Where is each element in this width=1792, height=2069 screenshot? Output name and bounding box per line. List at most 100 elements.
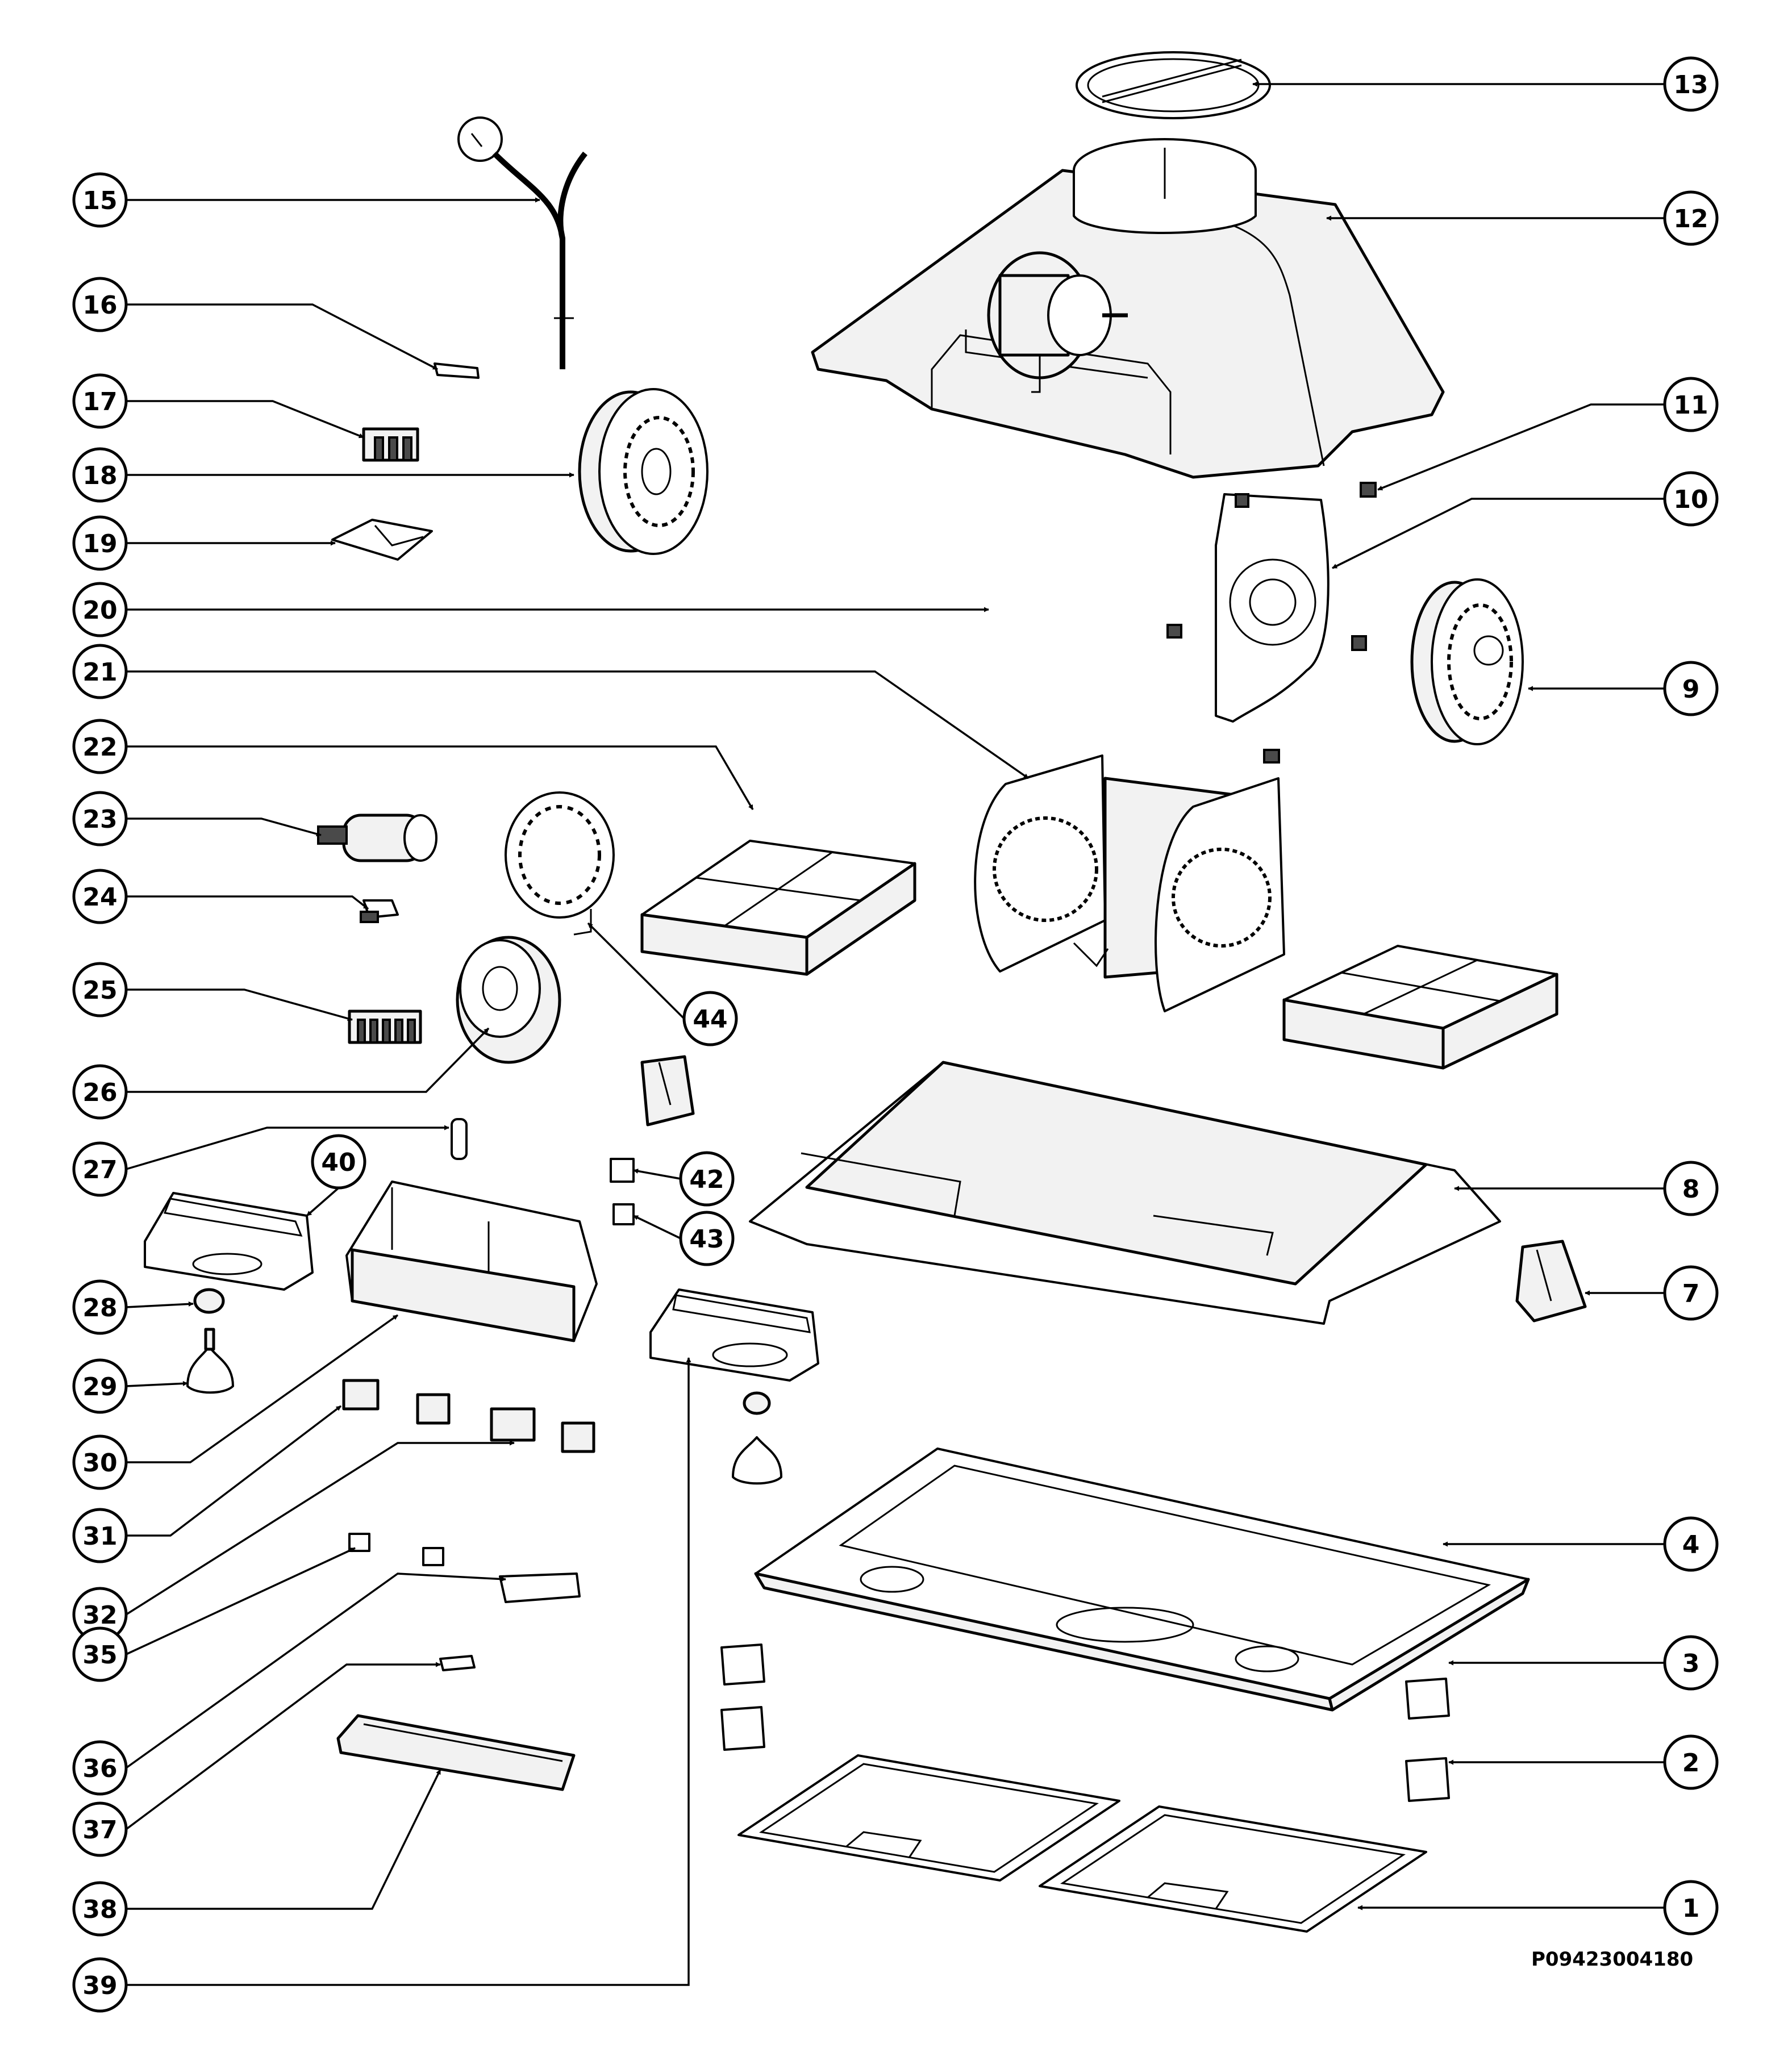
part-28-lamp-holder <box>193 1288 225 1314</box>
callout-circle <box>1663 56 1719 112</box>
part-24-clip <box>360 899 399 923</box>
part-9-fan-wheel <box>1410 578 1524 745</box>
callout-4: 4 <box>1663 1516 1719 1572</box>
part-29-bulb <box>186 1328 234 1394</box>
part-drawings <box>144 51 1587 1933</box>
callout-9: 9 <box>1663 661 1719 716</box>
callout-number: 40 <box>321 1148 356 1177</box>
callout-18: 18 <box>72 447 128 503</box>
part-40-lamp-bracket <box>144 1192 314 1291</box>
leader-line-28 <box>126 1301 194 1308</box>
callout-circle <box>72 962 128 1017</box>
callout-labels: 1234789101112131516171819202122232425262… <box>72 56 1719 2013</box>
leader-line-16 <box>126 303 438 370</box>
callout-22: 22 <box>72 719 128 774</box>
callout-circle <box>72 172 128 228</box>
callout-3: 3 <box>1663 1635 1719 1691</box>
part-17-terminal-block <box>362 427 419 462</box>
callout-26: 26 <box>72 1064 128 1120</box>
callout-number: 20 <box>82 596 117 625</box>
callout-circle <box>1663 1516 1719 1572</box>
callout-number: 26 <box>82 1078 117 1107</box>
callout-13: 13 <box>1663 56 1719 112</box>
callout-number: 29 <box>82 1373 117 1401</box>
part-31-connector <box>342 1379 380 1411</box>
callout-circle <box>72 582 128 637</box>
callout-circle <box>1663 1265 1719 1321</box>
callout-number: 8 <box>1682 1175 1700 1204</box>
part-clip-36-small <box>422 1547 444 1566</box>
callout-1: 1 <box>1663 1880 1719 1935</box>
part-19-bracket <box>331 519 433 561</box>
leader-line-35 <box>126 1547 356 1655</box>
part-23-capacitor <box>317 814 437 862</box>
callout-circle <box>311 1134 366 1190</box>
part-carbon-filter-right <box>1282 945 1558 1070</box>
leader-line-43 <box>633 1215 681 1240</box>
leader-line-23 <box>126 817 322 837</box>
callout-43: 43 <box>679 1211 735 1266</box>
callout-circle <box>72 1434 128 1490</box>
callout-20: 20 <box>72 582 128 637</box>
part-16-clip <box>434 362 480 379</box>
callout-number: 9 <box>1682 675 1700 704</box>
leader-line-17 <box>126 400 364 439</box>
callout-circle <box>72 1626 128 1682</box>
callout-23: 23 <box>72 791 128 846</box>
callout-circle <box>1663 1880 1719 1935</box>
callout-number: 18 <box>82 461 117 490</box>
callout-number: 12 <box>1673 205 1708 233</box>
callout-circle <box>1663 471 1719 527</box>
callout-37: 37 <box>72 1801 128 1857</box>
callout-circle <box>679 1211 735 1266</box>
callout-circle <box>72 1141 128 1197</box>
part-1-grease-filter-left <box>737 1754 1120 1882</box>
part-20-motor <box>987 251 1128 393</box>
callout-number: 16 <box>82 291 117 320</box>
callout-circle <box>72 1740 128 1796</box>
part-clips-left <box>720 1643 765 1751</box>
callout-number: 4 <box>1682 1530 1700 1559</box>
callout-number: 42 <box>689 1165 724 1194</box>
callout-2: 2 <box>1663 1734 1719 1790</box>
part-36-connector <box>499 1572 581 1603</box>
callout-number: 15 <box>82 186 117 215</box>
callout-number: 28 <box>82 1294 117 1323</box>
part-15-power-cable <box>457 116 587 369</box>
callout-35: 35 <box>72 1626 128 1682</box>
callout-circle <box>1663 377 1719 432</box>
callout-circle <box>72 1279 128 1335</box>
callout-12: 12 <box>1663 190 1719 246</box>
part-12-hood-body <box>811 138 1445 479</box>
callout-number: 1 <box>1682 1894 1700 1923</box>
part-37-clip <box>439 1655 476 1671</box>
callout-number: 13 <box>1673 70 1708 99</box>
callout-36: 36 <box>72 1740 128 1796</box>
callout-number: 25 <box>82 976 117 1005</box>
part-21-blower-housing <box>974 754 1285 1012</box>
callout-number: 39 <box>82 1971 117 2000</box>
leader-line-21 <box>126 670 1029 779</box>
callout-number: 24 <box>82 883 117 912</box>
callout-number: 27 <box>82 1156 117 1184</box>
callout-10: 10 <box>1663 471 1719 527</box>
callout-7: 7 <box>1663 1265 1719 1321</box>
leader-line-25 <box>126 988 353 1021</box>
callout-number: 10 <box>1673 485 1708 514</box>
leader-line-44 <box>587 922 685 1020</box>
callout-circle <box>1663 1161 1719 1216</box>
callout-29: 29 <box>72 1358 128 1414</box>
part-10-fan-plate <box>1215 493 1330 723</box>
part-2-clip <box>1405 1757 1450 1802</box>
callout-number: 11 <box>1673 391 1708 420</box>
part-32-connectors <box>416 1393 595 1453</box>
callout-circle <box>1663 1734 1719 1790</box>
leader-line-22 <box>126 745 754 810</box>
callout-38: 38 <box>72 1881 128 1937</box>
callout-17: 17 <box>72 373 128 429</box>
callout-number: 35 <box>82 1641 117 1670</box>
callout-circle <box>72 791 128 846</box>
callout-circle <box>72 1508 128 1563</box>
callout-circle <box>72 1801 128 1857</box>
